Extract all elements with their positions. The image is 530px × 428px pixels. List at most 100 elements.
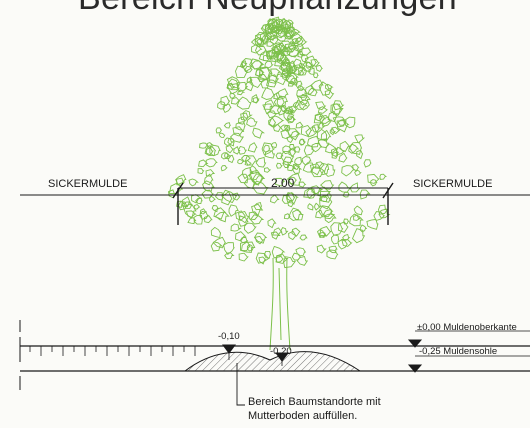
leaf-cluster <box>338 181 352 193</box>
leaf-cluster <box>291 252 302 261</box>
leaf-cluster <box>304 55 318 69</box>
leaf-cluster <box>326 249 339 260</box>
leaf-cluster <box>367 173 381 184</box>
leaf-cluster <box>319 226 332 237</box>
leaf-cluster <box>341 239 353 247</box>
leaf-cluster <box>314 202 322 211</box>
level-label-left: -0,10 <box>218 331 240 342</box>
leaf-cluster <box>349 213 364 227</box>
leaf-cluster <box>281 58 291 67</box>
leaf-cluster <box>298 181 307 188</box>
leaf-cluster <box>224 137 234 147</box>
leaf-cluster <box>290 28 302 37</box>
leaf-cluster <box>288 230 297 241</box>
leaf-cluster <box>297 85 305 91</box>
leaf-cluster <box>230 223 242 232</box>
leaf-cluster <box>211 205 219 213</box>
leaf-cluster <box>354 134 366 144</box>
leaf-cluster <box>263 250 272 259</box>
leaf-cluster <box>224 252 235 260</box>
leaf-cluster <box>185 210 197 218</box>
leaf-cluster <box>363 159 372 168</box>
leaf-cluster <box>224 152 232 160</box>
leaf-cluster <box>182 203 197 219</box>
leaf-cluster <box>287 200 295 208</box>
leaf-cluster <box>214 211 230 223</box>
leaf-cluster <box>269 194 280 204</box>
leaf-cluster <box>202 180 215 192</box>
leaf-cluster <box>271 45 282 55</box>
leaf-cluster <box>193 203 201 210</box>
leaf-cluster <box>246 76 253 84</box>
leaf-cluster <box>352 164 360 172</box>
leaf-cluster <box>238 116 246 125</box>
leaf-cluster <box>273 123 282 133</box>
leaf-cluster <box>240 112 249 121</box>
leaf-cluster <box>282 145 293 155</box>
leaf-cluster <box>233 146 241 155</box>
leaf-cluster <box>339 140 351 153</box>
leaf-cluster <box>297 50 305 58</box>
leaf-cluster <box>342 233 351 242</box>
leaf-cluster <box>199 208 208 215</box>
leaf-cluster <box>289 130 301 138</box>
leaf-cluster <box>349 141 363 155</box>
leaf-cluster <box>330 103 344 117</box>
leaf-cluster <box>264 150 276 159</box>
leaf-cluster <box>288 207 302 221</box>
leaf-cluster <box>316 228 326 239</box>
note-leader <box>236 363 245 406</box>
leaf-cluster <box>277 27 290 38</box>
leaf-cluster <box>297 67 308 76</box>
leaf-cluster <box>218 132 226 138</box>
leaf-cluster <box>328 245 338 254</box>
leaf-cluster <box>261 87 276 100</box>
leaf-cluster <box>305 126 319 138</box>
leaf-cluster <box>254 44 267 56</box>
leaf-cluster <box>373 211 386 222</box>
leaf-cluster <box>266 110 278 119</box>
leaf-cluster <box>198 159 209 168</box>
leaf-cluster <box>359 224 368 233</box>
leaf-cluster <box>263 99 276 110</box>
leaf-cluster <box>247 142 258 153</box>
leaf-cluster <box>199 142 209 149</box>
leaf-cluster <box>295 121 304 129</box>
leaf-cluster <box>341 165 356 177</box>
leaf-cluster <box>324 89 335 100</box>
leaf-cluster <box>272 20 280 29</box>
leaf-cluster <box>287 116 296 123</box>
leaf-cluster <box>316 128 328 141</box>
leaf-cluster <box>320 194 329 202</box>
leaf-cluster <box>260 79 270 89</box>
leaf-cluster <box>237 145 247 155</box>
leaf-cluster <box>344 116 356 129</box>
leaf-cluster <box>324 83 334 90</box>
leaf-cluster <box>288 105 298 114</box>
leaf-cluster <box>318 162 330 176</box>
leaf-cluster <box>300 124 313 137</box>
leaf-cluster <box>253 201 263 211</box>
leaf-cluster <box>316 244 327 254</box>
leaf-cluster <box>265 28 279 40</box>
leaf-cluster <box>175 174 187 185</box>
leaf-cluster <box>266 79 277 88</box>
leaf-cluster <box>258 74 268 83</box>
leaf-cluster <box>317 138 330 149</box>
leaf-cluster <box>246 244 255 252</box>
leaf-cluster <box>301 156 312 166</box>
leaf-cluster <box>287 165 297 172</box>
leaf-cluster <box>306 135 320 148</box>
leaf-cluster <box>240 60 248 67</box>
leaf-cluster <box>296 255 309 266</box>
leaf-cluster <box>320 180 335 190</box>
leaf-cluster <box>243 178 257 189</box>
leaf-cluster <box>349 182 361 193</box>
leaf-cluster <box>255 156 267 168</box>
leaf-cluster <box>272 227 283 236</box>
leaf-cluster <box>220 95 231 107</box>
leaf-cluster <box>254 37 265 47</box>
leaf-cluster <box>295 247 307 256</box>
leaf-cluster <box>237 89 246 96</box>
leaf-cluster <box>254 235 265 245</box>
